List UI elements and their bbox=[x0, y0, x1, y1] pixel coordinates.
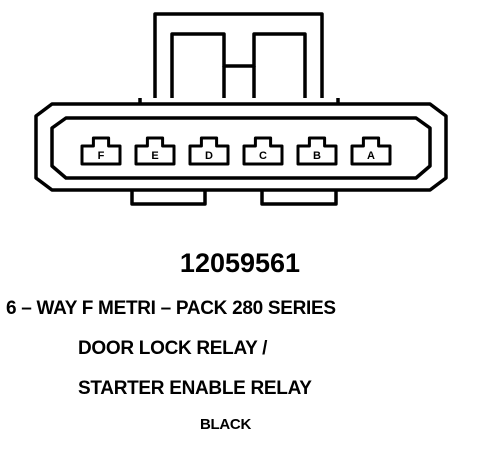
connector-inner-wall bbox=[50, 116, 432, 180]
connector-color: BLACK bbox=[200, 416, 251, 433]
connector-series: 6 – WAY F METRI – PACK 280 SERIES bbox=[6, 298, 336, 319]
pin-label-e: E bbox=[151, 150, 158, 162]
pin-cavity-b: B bbox=[296, 136, 338, 166]
pin-cavity-e: E bbox=[134, 136, 176, 166]
pin-label-a: A bbox=[367, 150, 375, 162]
pin-cavity-a: A bbox=[350, 136, 392, 166]
pin-cavity-f: F bbox=[80, 136, 122, 166]
relay-description-line-1: DOOR LOCK RELAY / bbox=[78, 338, 268, 359]
pin-label-c: C bbox=[259, 150, 267, 162]
pin-label-f: F bbox=[98, 150, 105, 162]
pin-label-b: B bbox=[313, 150, 321, 162]
pin-cavity-d: D bbox=[188, 136, 230, 166]
connector-latch bbox=[153, 12, 324, 98]
connector-housing bbox=[34, 102, 448, 192]
pin-label-d: D bbox=[205, 150, 213, 162]
pin-cavity-c: C bbox=[242, 136, 284, 166]
part-number: 12059561 bbox=[179, 248, 301, 278]
relay-description-line-2: STARTER ENABLE RELAY bbox=[78, 378, 312, 399]
connector-bottom-tab-right bbox=[260, 190, 338, 206]
connector-bottom-tab-left bbox=[130, 190, 207, 206]
